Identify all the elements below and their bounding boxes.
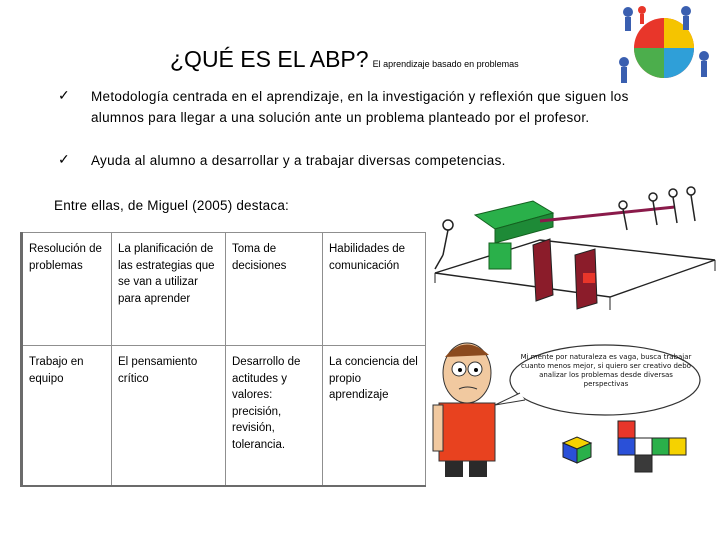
page-subtitle: El aprendizaje basado en problemas (372, 59, 519, 69)
table-row: Resolución de problemas La planificación… (20, 232, 426, 346)
title-row: ¿QUÉ ES EL ABP?El aprendizaje basado en … (170, 46, 519, 73)
table-row: Trabajo en equipo El pensamiento crítico… (20, 345, 426, 487)
puzzle-piece-blue (664, 48, 694, 78)
table-cell: Desarrollo de actitudes y valores: preci… (225, 345, 323, 487)
cube-net (617, 420, 687, 473)
table-cell: La planificación de las estrategias que … (111, 232, 226, 346)
bullet-text-1: Metodología centrada en el aprendizaje, … (91, 89, 629, 125)
table-cell: El pensamiento crítico (111, 345, 226, 487)
puzzle-team-illustration (619, 6, 709, 83)
small-cube (561, 436, 593, 464)
intro-text: Entre ellas, de Miguel (2005) destaca: (54, 198, 289, 213)
page-title: ¿QUÉ ES EL ABP? (170, 46, 369, 72)
stick-figures (619, 6, 709, 83)
table-cell: Toma de decisiones (225, 232, 323, 346)
rope (539, 205, 676, 223)
teamwork-illustration (434, 186, 716, 310)
speech-text: Mi mente por naturaleza es vaga, busca t… (520, 353, 692, 388)
table-cell: Habilidades de comunicación (322, 232, 426, 346)
speech-bubble (509, 344, 701, 416)
people-pulling (434, 186, 696, 270)
competencias-table: Resolución de problemas La planificación… (20, 232, 426, 487)
table-cell: La conciencia del propio aprendizaje (322, 345, 426, 487)
table-cell: Resolución de problemas (20, 232, 112, 346)
bullet-check-1: ✓ (58, 87, 70, 103)
table-cell: Trabajo en equipo (20, 345, 112, 487)
thinking-man-illustration: Mi mente por naturaleza es vaga, busca t… (432, 342, 701, 477)
bullet-check-2: ✓ (58, 151, 70, 167)
cartoon-man (432, 342, 496, 477)
bullet-text-2: Ayuda al alumno a desarrollar y a trabaj… (91, 153, 506, 168)
